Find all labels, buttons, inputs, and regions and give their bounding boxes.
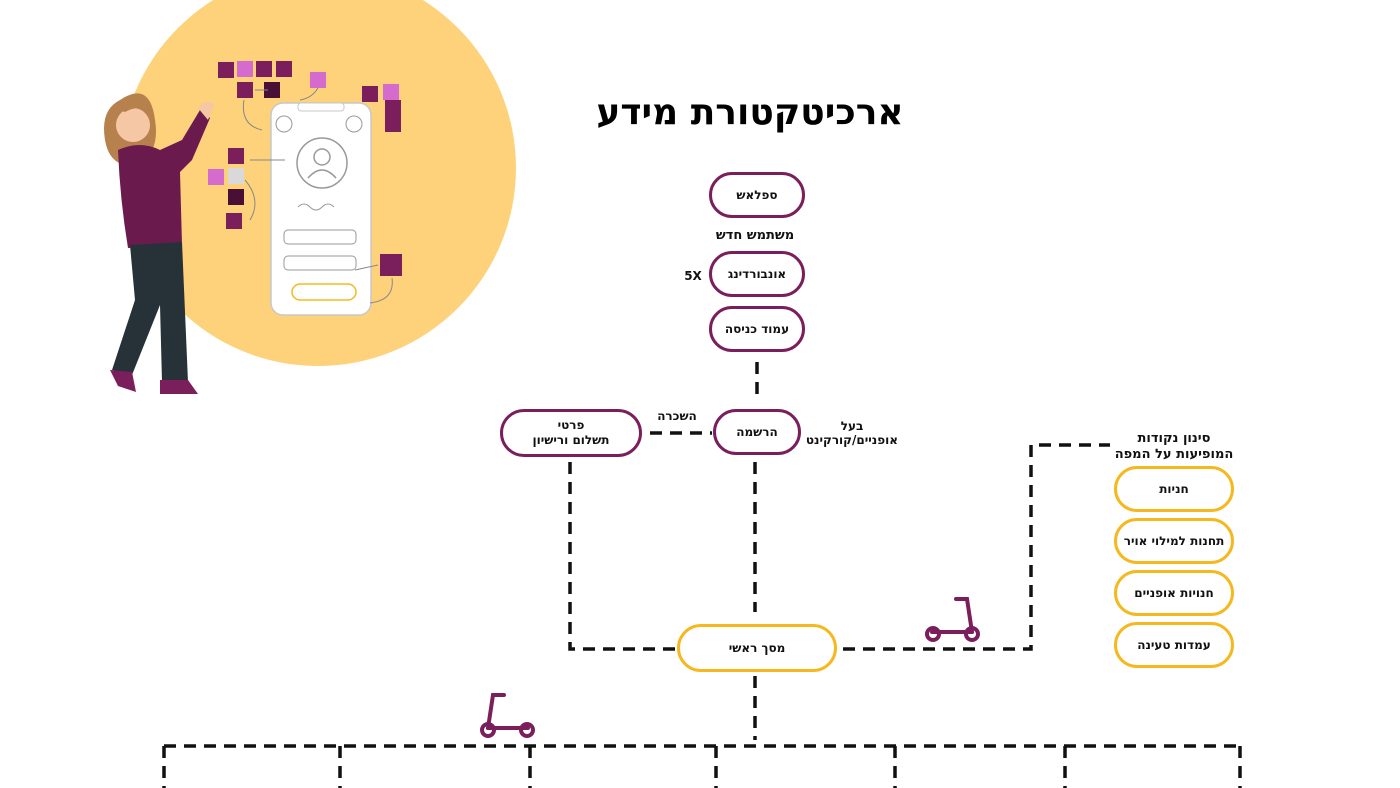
register-node[interactable]: הרשמה — [713, 409, 801, 455]
login-label: עמוד כניסה — [724, 321, 790, 336]
scooter-icon — [925, 597, 980, 642]
new-user-label: משתמש חדש — [715, 228, 795, 243]
splash-label: ספלאש — [736, 187, 778, 202]
bike-stores-label: חנויות אופניים — [1134, 585, 1214, 600]
scooter-icon — [480, 693, 535, 738]
stores-label: חניות — [1159, 481, 1189, 496]
connector-payment-main — [568, 462, 676, 651]
payment-label: פרטי תשלום ורישיון — [532, 418, 610, 447]
login-node[interactable]: עמוד כניסה — [709, 306, 805, 352]
main-screen-label: מסך ראשי — [728, 640, 786, 655]
stores-node[interactable]: חניות — [1114, 466, 1234, 512]
payment-node[interactable]: פרטי תשלום ורישיון — [500, 409, 642, 457]
repeat-count-label: 5X — [684, 269, 702, 283]
charging-node[interactable]: עמדות טעינה — [1114, 622, 1234, 668]
air-stations-node[interactable]: תחנות למילוי אויר — [1114, 518, 1234, 564]
main-screen-node[interactable]: מסך ראשי — [677, 624, 837, 672]
woman-illustration — [104, 0, 516, 394]
bike-stores-node[interactable]: חנויות אופניים — [1114, 570, 1234, 616]
onboarding-node[interactable]: אונבורדינג — [709, 251, 805, 297]
rental-label: השכרה — [657, 409, 697, 423]
air-stations-label: תחנות למילוי אויר — [1123, 533, 1225, 548]
owner-label: בעל אופניים/קורקינט — [805, 419, 898, 448]
onboarding-label: אונבורדינג — [727, 266, 787, 281]
splash-node[interactable]: ספלאש — [709, 172, 805, 218]
page-title: ארכיטקטורת מידע — [596, 92, 904, 133]
register-label: הרשמה — [736, 424, 778, 439]
filter-label: סינון נקודות המופיעות על המפה — [1114, 431, 1234, 462]
connector-main-filter — [843, 443, 1110, 651]
charging-label: עמדות טעינה — [1137, 637, 1211, 652]
